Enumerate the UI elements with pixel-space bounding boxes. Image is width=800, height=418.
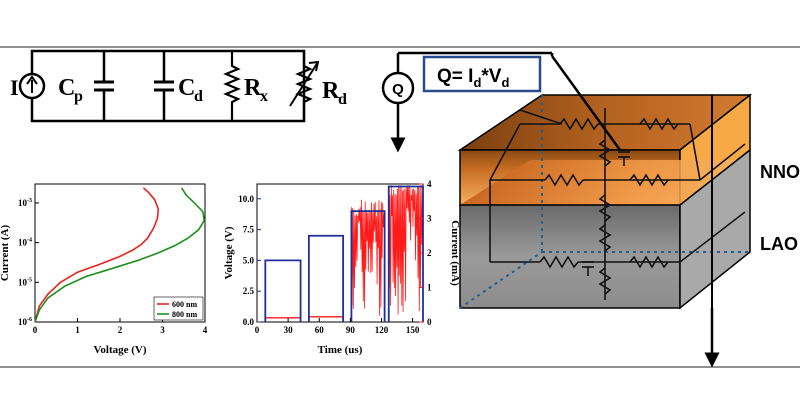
rx-label: R x bbox=[244, 75, 268, 105]
current-pulse-2 bbox=[308, 316, 344, 322]
pulse-left-tick-label: 0.0 bbox=[243, 317, 255, 327]
pulse-left-tick-label: 5.0 bbox=[243, 255, 255, 265]
cd-label: C d bbox=[178, 75, 203, 105]
iv-x-tick-label: 0 bbox=[33, 325, 38, 335]
voltage-pulse-4 bbox=[387, 185, 424, 322]
svg-text:R: R bbox=[244, 75, 262, 101]
svg-text:C: C bbox=[58, 75, 75, 101]
svg-text:R: R bbox=[322, 78, 340, 104]
iv-x-tick-label: 1 bbox=[75, 325, 80, 335]
iv-y-tick-label: 10-4 bbox=[18, 238, 32, 248]
svg-text:C: C bbox=[178, 75, 195, 101]
voltage-pulse-1 bbox=[264, 259, 302, 322]
pulse-right-tick-label: 3 bbox=[427, 214, 432, 224]
pulse-x-tick-label: 30 bbox=[284, 325, 294, 335]
rx-resistor-icon bbox=[223, 51, 241, 121]
iv-x-tick-label: 3 bbox=[160, 325, 165, 335]
pulse-x-axis-label: Time (us) bbox=[318, 344, 363, 356]
power-equation-box bbox=[422, 55, 542, 93]
pulse-right-tick-label: 2 bbox=[427, 248, 432, 258]
pulse-chart: 0 30 60 90 120 150 0.0 2.5 5.0 7.5 10.0 0 1 2 3 4 Time … bbox=[223, 179, 461, 356]
pulse-x-tick-label: 150 bbox=[406, 325, 420, 335]
pulse-right-tick-label: 4 bbox=[427, 179, 432, 189]
iv-x-tick-label: 4 bbox=[203, 325, 208, 335]
power-equation: Q= Id*Vd bbox=[437, 66, 509, 90]
iv-legend: 600 nm 800 nm bbox=[153, 296, 204, 321]
resistor-network bbox=[489, 108, 701, 300]
pulse-left-tick-label: 7.5 bbox=[243, 225, 255, 235]
iv-y-tick-label: 10-3 bbox=[18, 198, 32, 208]
current-pulse-1 bbox=[264, 317, 302, 322]
pulse-x-tick-label: 0 bbox=[255, 325, 260, 335]
iv-series-600nm bbox=[34, 187, 160, 323]
device-block bbox=[457, 93, 753, 310]
power-probe: Q Q= Id*Vd bbox=[381, 51, 720, 368]
svg-text:d: d bbox=[194, 88, 203, 105]
svg-text:p: p bbox=[74, 88, 83, 105]
current-pulse-4 bbox=[388, 185, 424, 323]
svg-text:d: d bbox=[338, 91, 347, 108]
pulse-x-tick-label: 120 bbox=[375, 325, 389, 335]
lao-side-face bbox=[679, 148, 751, 310]
iv-x-tick-label: 2 bbox=[118, 325, 123, 335]
pulse-left-axis-label: Voltage (V) bbox=[223, 226, 235, 279]
rd-label: R d bbox=[322, 78, 347, 108]
iv-chart: 0 1 2 3 4 10-6 10-5 10-4 10-3 Voltage (V) Curren… bbox=[0, 183, 208, 356]
iv-y-tick-label: 10-6 bbox=[18, 317, 32, 327]
iv-x-axis-label: Voltage (V) bbox=[93, 344, 146, 356]
source-label: I bbox=[10, 75, 19, 100]
iv-series-800nm bbox=[34, 187, 206, 323]
rd-resistor-icon bbox=[295, 51, 313, 121]
pulse-right-axis-label: Current (mA) bbox=[449, 220, 461, 286]
svg-text:x: x bbox=[260, 88, 268, 105]
nno-layer-label: NNO bbox=[760, 162, 800, 182]
voltage-pulse-2 bbox=[307, 234, 345, 322]
iv-y-axis-label: Current (A) bbox=[0, 225, 11, 282]
lao-front-face bbox=[459, 204, 681, 309]
equivalent-circuit bbox=[18, 49, 320, 123]
lao-layer-label: LAO bbox=[760, 234, 798, 254]
current-pulse-3 bbox=[351, 199, 386, 323]
pulse-left-tick-label: 2.5 bbox=[243, 286, 255, 296]
pulse-x-tick-label: 60 bbox=[315, 325, 325, 335]
cp-label: C p bbox=[58, 75, 83, 105]
q-source-label: Q bbox=[392, 81, 404, 98]
legend-label-600nm: 600 nm bbox=[172, 300, 197, 309]
iv-y-tick-label: 10-5 bbox=[18, 277, 32, 287]
voltage-pulse-3 bbox=[350, 210, 386, 322]
legend-label-800nm: 800 nm bbox=[172, 310, 197, 319]
pulse-left-tick-label: 10.0 bbox=[238, 194, 254, 204]
pulse-right-tick-label: 1 bbox=[427, 283, 432, 293]
pulse-x-tick-label: 90 bbox=[346, 325, 356, 335]
pulse-right-tick-label: 0 bbox=[427, 317, 432, 327]
